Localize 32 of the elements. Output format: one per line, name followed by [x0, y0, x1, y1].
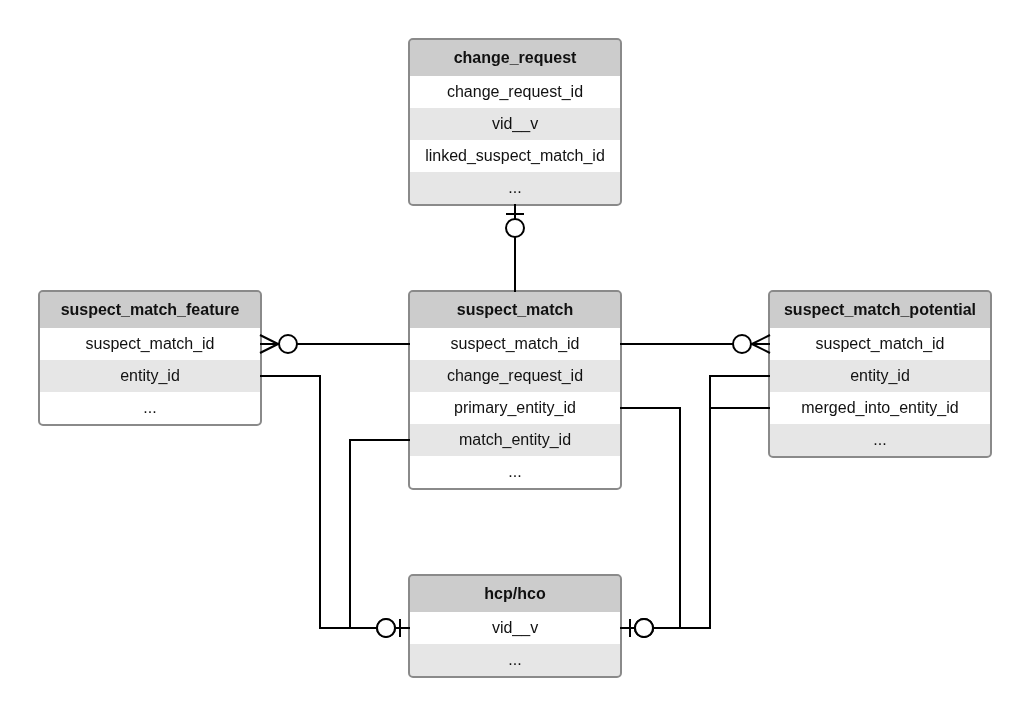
node-label: suspect_match_id [450, 335, 580, 352]
table-field: vid__v [410, 108, 620, 140]
relationship-line [619, 334, 771, 354]
node-label: suspect_match_id [815, 335, 945, 352]
table-field: ... [770, 424, 990, 456]
relationship-line [259, 334, 411, 354]
relationship-line [349, 439, 411, 638]
table-field: ... [410, 172, 620, 204]
node-label: merged_into_entity_id [801, 399, 959, 416]
table-title: change_request [410, 40, 620, 76]
entity-table [40, 292, 260, 424]
entity-table [410, 40, 620, 204]
node-label: ... [143, 399, 157, 416]
node-label: ... [508, 463, 522, 480]
table-field: entity_id [40, 360, 260, 392]
table-title: suspect_match_feature [40, 292, 260, 328]
table-field: match_entity_id [410, 424, 620, 456]
table-title: suspect_match_potential [770, 292, 990, 328]
relationship-line [505, 203, 525, 293]
node-label: linked_suspect_match_id [425, 147, 605, 164]
node-label: change_request_id [446, 83, 584, 100]
entity-table [770, 292, 990, 456]
entity-table [410, 292, 620, 488]
entity-table [410, 576, 620, 676]
table-title: hcp/hco [410, 576, 620, 612]
table-field: ... [410, 644, 620, 676]
table-title: suspect_match [410, 292, 620, 328]
node-label: primary_entity_id [454, 399, 576, 416]
table-field: change_request_id [410, 360, 620, 392]
node-label: vid__v [491, 619, 539, 636]
node-label: suspect_match_id [85, 335, 215, 352]
table-field: entity_id [770, 360, 990, 392]
